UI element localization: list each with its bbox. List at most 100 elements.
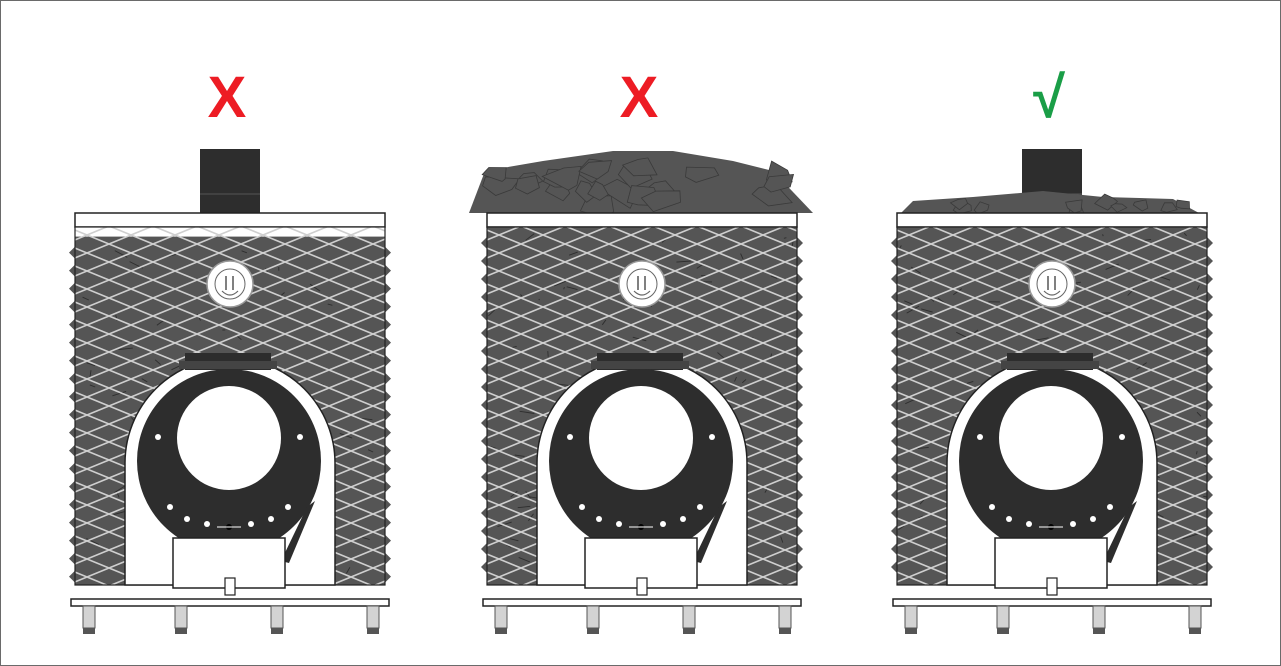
stone-edge (481, 291, 487, 303)
stone-edge (797, 399, 803, 411)
stone-edge (797, 363, 803, 375)
stone-edge (891, 237, 897, 249)
rivet (660, 521, 666, 527)
stone-edge (385, 570, 391, 583)
stone-edge (891, 417, 897, 429)
stone-edge (891, 291, 897, 303)
logo-curve (1043, 290, 1061, 296)
ash-box-handle (1046, 577, 1058, 596)
stone-edge (891, 345, 897, 357)
stone-edge (891, 543, 897, 555)
stove-leg (494, 605, 508, 629)
stone-layer (901, 191, 1199, 213)
stone-edge (481, 255, 487, 267)
stone-edge (481, 237, 487, 249)
stone-edge (1207, 345, 1213, 357)
stone-edge (1207, 381, 1213, 393)
logo-badge (618, 260, 666, 308)
rivet (1026, 521, 1032, 527)
stone-edge (797, 543, 803, 555)
stone-edge (481, 471, 487, 483)
stove-leg-foot (587, 628, 599, 634)
stone-edge (69, 264, 75, 277)
stone-edge (891, 471, 897, 483)
stone-edge (69, 444, 75, 457)
rivet (616, 521, 622, 527)
stone-edge (797, 255, 803, 267)
stone-edge (891, 363, 897, 375)
stone-edge (69, 462, 75, 475)
stone-edge (1207, 543, 1213, 555)
stone (949, 198, 969, 211)
stove-leg-foot (905, 628, 917, 634)
stone-edge (481, 543, 487, 555)
stone-edge (891, 327, 897, 339)
stone (481, 167, 507, 182)
stone-edge (69, 390, 75, 403)
stone-edge (891, 525, 897, 537)
stone-edge (69, 498, 75, 511)
stone-edge (69, 534, 75, 547)
stone-edge (481, 417, 487, 429)
door-top-bracket-base (591, 361, 689, 369)
chimney (200, 149, 260, 213)
stove-leg (586, 605, 600, 629)
stone-edge (891, 507, 897, 519)
logo-ring (214, 268, 246, 300)
stone-edge (385, 372, 391, 385)
stone-edge (1207, 507, 1213, 519)
stone-edge (891, 435, 897, 447)
stone-edge (797, 309, 803, 321)
door-window (589, 386, 693, 490)
stone-edge (1207, 453, 1213, 465)
stone-edge (385, 390, 391, 403)
logo-ring (626, 268, 658, 300)
stone-edge (891, 561, 897, 573)
status-mark-good: √ (1033, 65, 1065, 130)
status-mark-bad: X (207, 65, 247, 130)
door-top-bracket-base (179, 361, 277, 369)
rivet (1090, 516, 1096, 522)
stone-edge (891, 489, 897, 501)
stone-edge (1207, 327, 1213, 339)
stone-edge (481, 489, 487, 501)
stove-leg-foot (779, 628, 791, 634)
panel-underfilled: X (21, 1, 441, 665)
stone-edge (891, 273, 897, 285)
stone-edge (1207, 273, 1213, 285)
stone (640, 190, 681, 213)
rivet (1107, 504, 1113, 510)
rivet (155, 434, 161, 440)
stove-leg (904, 605, 918, 629)
stove-leg-foot (683, 628, 695, 634)
stone-edge (797, 471, 803, 483)
stone (621, 157, 658, 177)
stone-edge (891, 453, 897, 465)
stone-edge (69, 282, 75, 295)
stone-edge (385, 444, 391, 457)
stone-edge (1207, 237, 1213, 249)
stone-edge (481, 507, 487, 519)
stone-edge (69, 552, 75, 565)
stone-edge (481, 345, 487, 357)
stone-edge (891, 381, 897, 393)
rivet (297, 434, 303, 440)
stove-leg-foot (1189, 628, 1201, 634)
stove-leg-foot (367, 628, 379, 634)
base-plate (482, 598, 802, 607)
logo-curve (633, 290, 651, 296)
door-handle (281, 501, 315, 563)
stone-edge (797, 561, 803, 573)
stove-leg-foot (271, 628, 283, 634)
stone-edge (481, 363, 487, 375)
rivet (167, 504, 173, 510)
stone-edge (69, 426, 75, 439)
stove-overfilled (469, 151, 813, 634)
rivet (977, 434, 983, 440)
rivet (268, 516, 274, 522)
stone-edge (891, 399, 897, 411)
stone-edge (69, 246, 75, 259)
stone-edge (891, 255, 897, 267)
logo-ring (1036, 268, 1068, 300)
